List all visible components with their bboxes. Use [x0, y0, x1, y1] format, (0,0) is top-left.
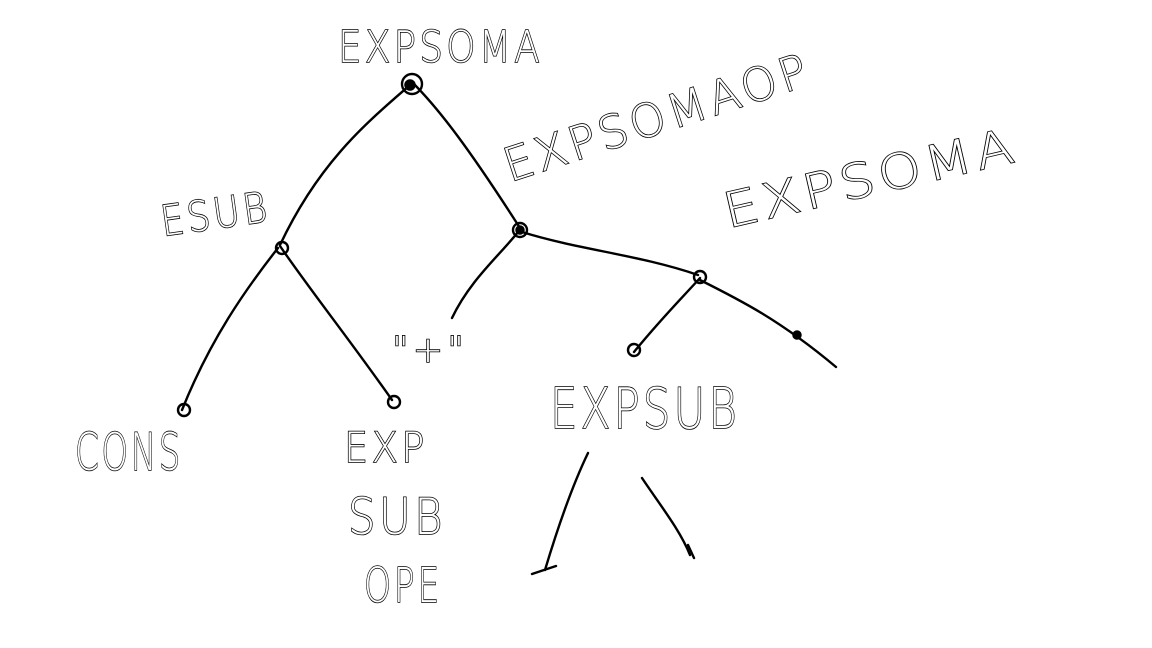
tree-edges — [180, 80, 838, 576]
node-exp — [386, 394, 402, 410]
edge-tick-left — [530, 564, 558, 576]
node-expsub — [626, 342, 642, 358]
node-far — [792, 330, 802, 340]
label-expsub: EXPSUB — [550, 377, 740, 442]
edge-esub-to-exp — [278, 244, 394, 402]
edge-mid-to-plus — [450, 230, 520, 320]
label-second-side: EXPSOMA — [718, 118, 1023, 240]
label-plus: "+" — [392, 330, 468, 371]
label-ope: OPE — [364, 558, 442, 614]
label-cons: CONS — [75, 423, 183, 483]
edge-esub-to-cons — [180, 246, 280, 412]
node-root-dot — [404, 79, 416, 91]
node-cons — [176, 402, 192, 418]
label-root-side: EXPSOMAOP — [497, 42, 818, 192]
edge-tick-right — [686, 543, 696, 560]
edge-mid-to-right-node — [520, 230, 700, 277]
label-exp: EXP — [344, 423, 428, 472]
edge-expsub-left-branch — [543, 451, 590, 572]
label-esub: ESUB — [158, 182, 274, 246]
label-sub: SUB — [348, 488, 446, 546]
tree-nodes — [176, 72, 802, 418]
tree-labels: EXPSOMA EXPSOMAOP EXPSOMA ESUB "+" CONS … — [74, 21, 1024, 615]
node-root — [400, 72, 424, 96]
edge-root-to-esub — [278, 83, 412, 247]
edge-root-to-mid — [410, 80, 522, 230]
node-mid — [511, 221, 529, 239]
edge-right-node-to-far — [698, 278, 838, 369]
node-esub — [274, 240, 290, 256]
label-root: EXPSOMA — [338, 22, 543, 73]
edge-expsub-right-branch — [640, 476, 692, 557]
edge-right-node-to-expsub — [632, 276, 702, 354]
node-right — [692, 269, 708, 285]
node-mid-dot — [515, 225, 525, 235]
